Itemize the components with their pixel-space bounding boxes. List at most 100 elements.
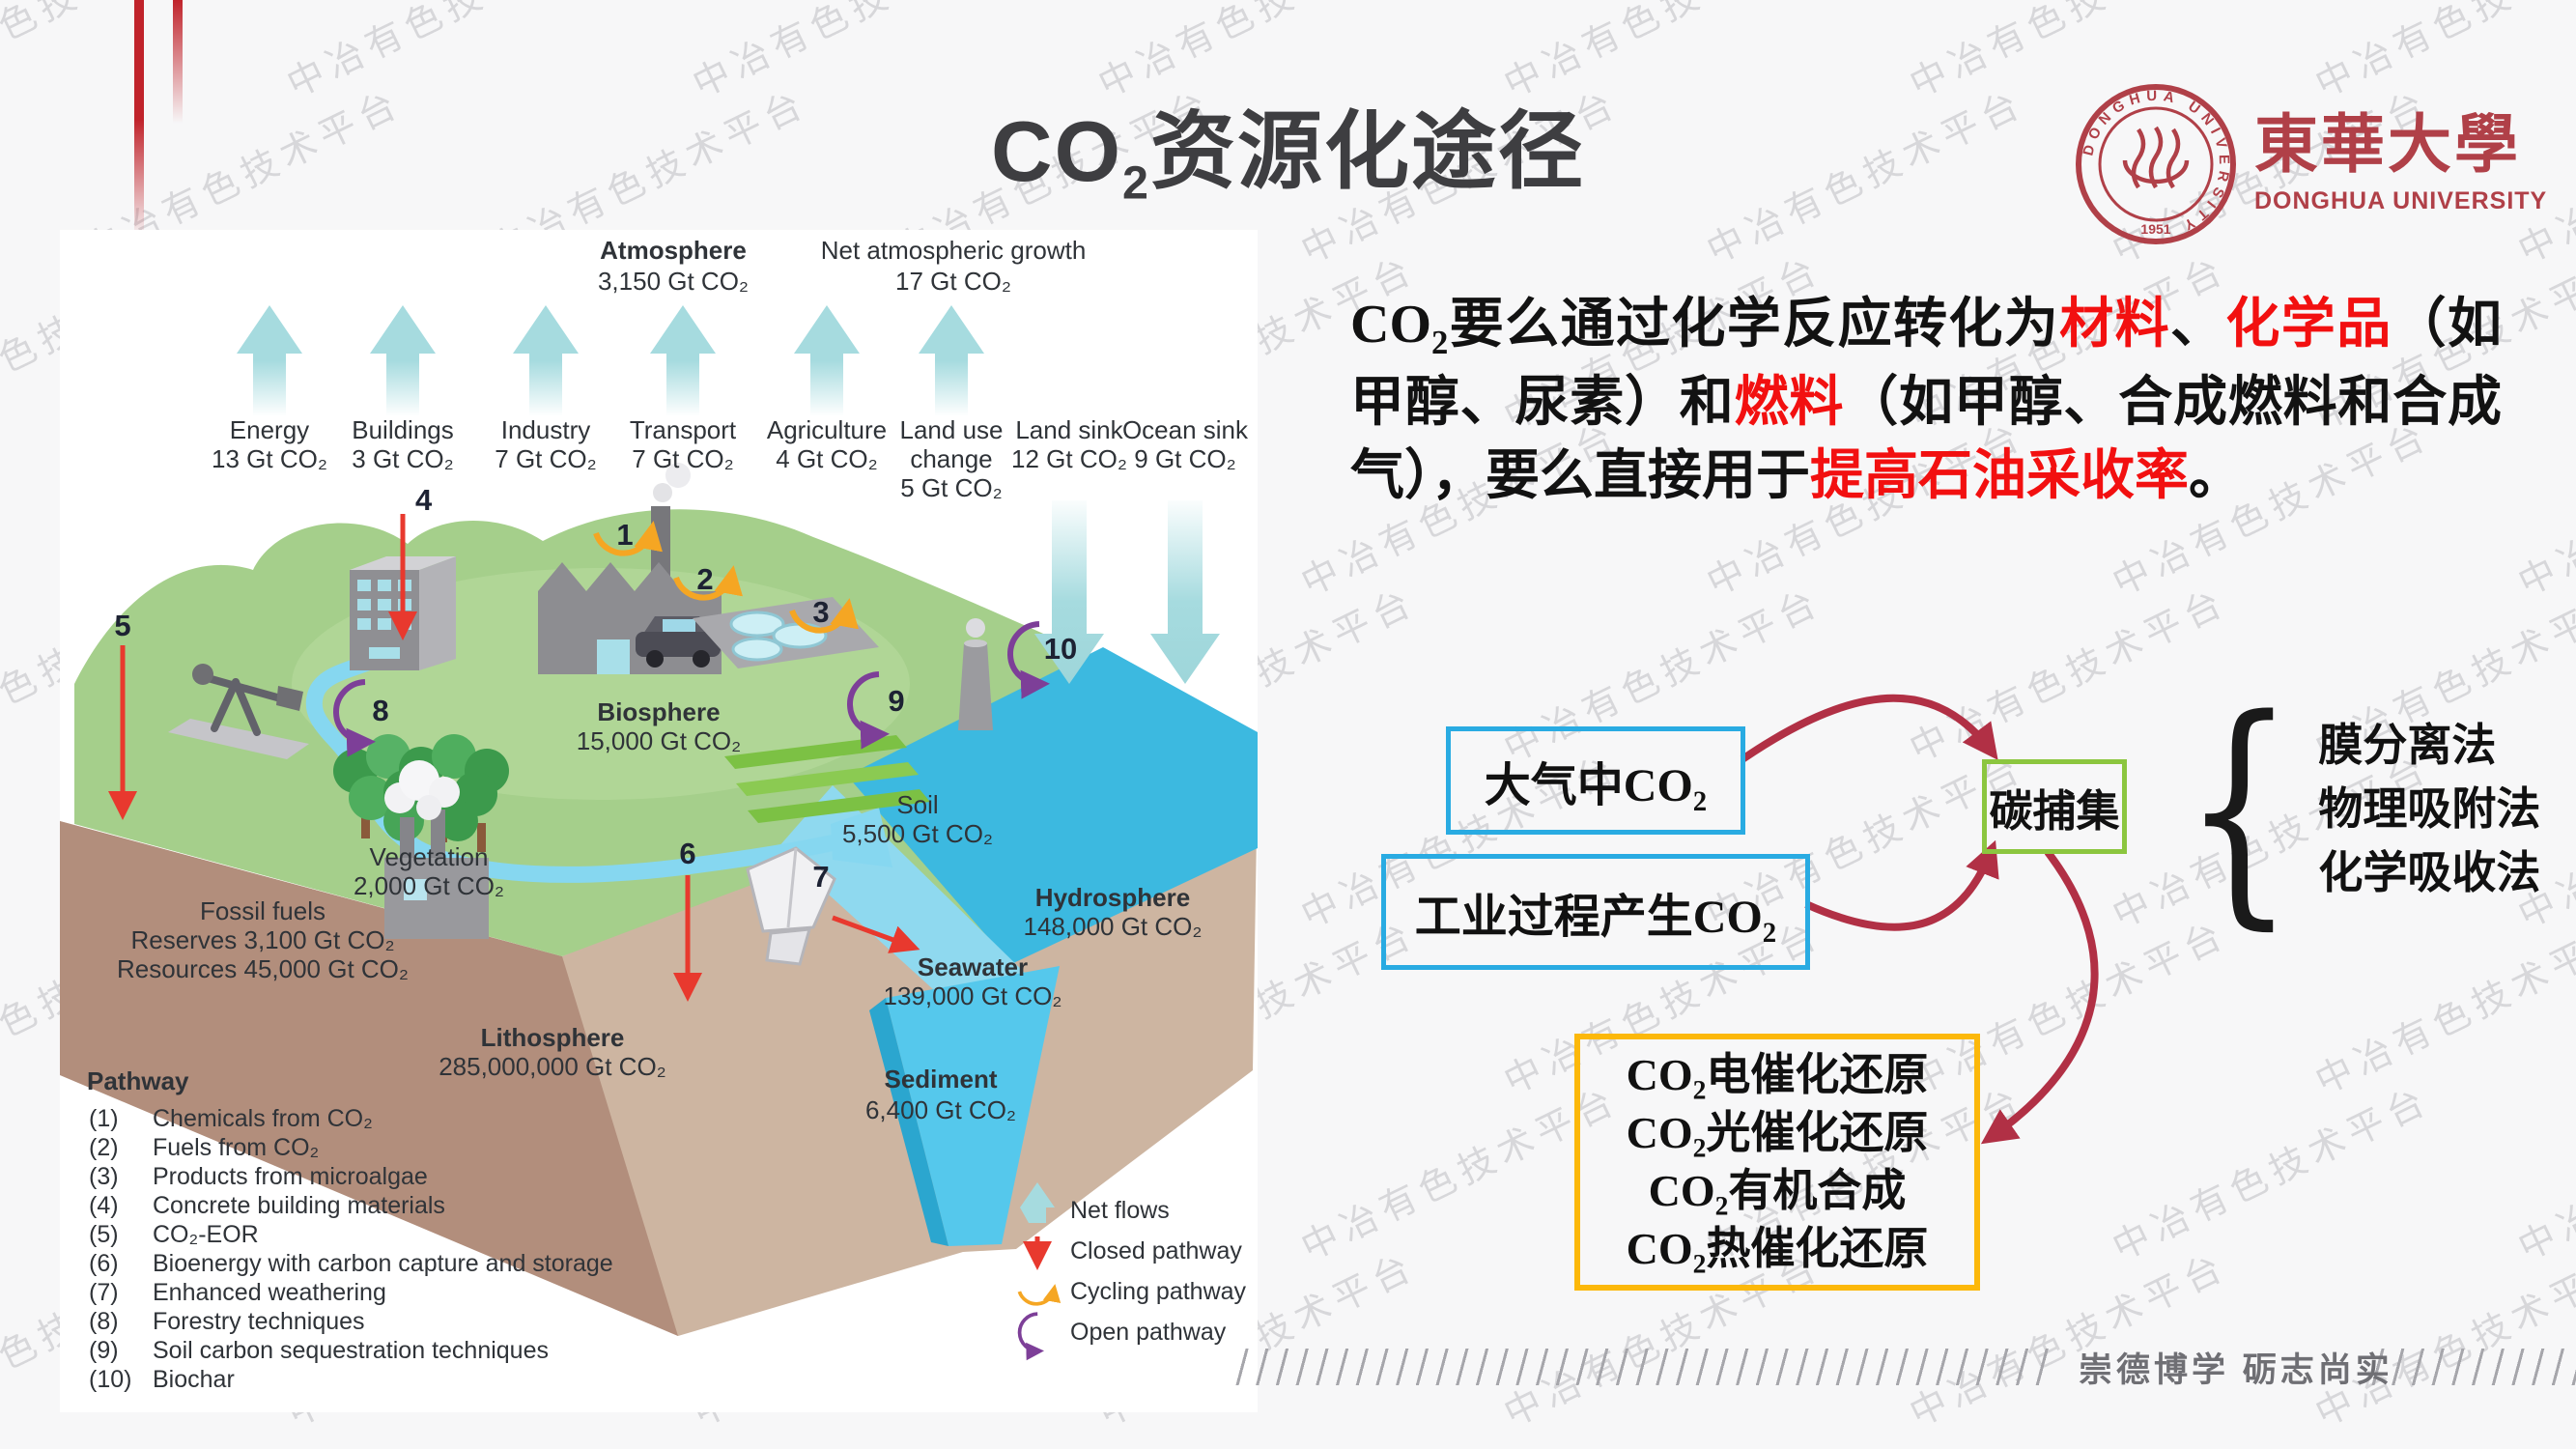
- pathway-item-num: (8): [89, 1308, 119, 1335]
- net-growth-value: 17 Gt CO₂: [895, 267, 1011, 296]
- marker-9-open: 9: [850, 674, 905, 734]
- watermark-text: 中冶有色技术平台: [2308, 1245, 2576, 1435]
- pathway-item-label: Forestry techniques: [153, 1308, 365, 1335]
- pathway-item-label: Concrete building materials: [153, 1192, 445, 1219]
- marker-4-number: 4: [415, 483, 433, 517]
- source-buildings-value: 3 Gt CO₂: [352, 444, 453, 473]
- pathway-item-num: (1): [89, 1105, 119, 1132]
- car-icon: [636, 616, 721, 668]
- soil-label: Soil: [896, 790, 938, 819]
- arrow-industry-to-capture: [1804, 839, 1999, 931]
- carbon-cycle-svg: Atmosphere 3,150 Gt CO₂ Net atmospheric …: [60, 236, 1258, 1393]
- landscape-art: [60, 509, 1258, 1336]
- up-arrow-landuse: [919, 305, 984, 416]
- decor-red-bar: [134, 0, 144, 240]
- paragraph-segment: 提高石油采收率: [1810, 446, 2189, 507]
- pathway-markers: 1 2 3 4 5 6 7 8 9 10: [108, 483, 1077, 1002]
- source-landuse-2: change: [910, 444, 992, 473]
- marker-7-arrow: [832, 915, 920, 953]
- marker-5-number: 5: [114, 609, 130, 642]
- pathway-item-label: Chemicals from CO₂: [153, 1105, 373, 1132]
- pathway-item-label: Bioenergy with carbon capture and storag…: [153, 1250, 613, 1277]
- vegetation-label: Vegetation: [370, 842, 489, 871]
- title-suffix: 资源化途径: [1149, 103, 1585, 199]
- paragraph-segment: 。: [2189, 446, 2243, 507]
- marker-2-number: 2: [696, 562, 713, 596]
- capture-method-membrane: 膜分离法: [2318, 721, 2497, 770]
- source-energy: Energy: [230, 415, 309, 444]
- biosphere-label: Biosphere: [597, 697, 720, 726]
- pathway-item-num: (2): [89, 1134, 119, 1161]
- flow-box-carbon-capture: 碳捕集: [1982, 759, 2127, 854]
- flow-legend-net-flows: Net flows: [1070, 1197, 1170, 1224]
- university-name-en: DONGHUA UNIVERSITY: [2254, 186, 2548, 214]
- pathway-item-num: (10): [89, 1366, 131, 1393]
- fossil-resources: Resources 45,000 Gt CO₂: [117, 954, 409, 983]
- decor-hatch-right: [2364, 1349, 2576, 1385]
- decor-red-bar-short: [173, 0, 183, 124]
- open-pathway-arrow: [1020, 1314, 1039, 1350]
- pathway-legend-title: Pathway: [87, 1066, 189, 1095]
- sink-land: Land sink: [1015, 415, 1123, 444]
- pathway-item-num: (5): [89, 1221, 119, 1248]
- sink-ocean: Ocean sink: [1122, 415, 1249, 444]
- down-arrow-ocean-sink: [1150, 500, 1220, 684]
- marker-10-open: 10: [1010, 624, 1077, 684]
- up-arrow-transport: [650, 305, 716, 416]
- marker-3-cycling: 3: [792, 595, 848, 631]
- marker-3-number: 3: [812, 595, 829, 629]
- flow-box-conversion-routes: CO₂电催化还原 CO₂光催化还原 CO₂有机合成 CO₂热催化还原: [1574, 1034, 1980, 1291]
- pathway-item-label: Soil carbon sequestration techniques: [153, 1337, 549, 1364]
- source-transport: Transport: [630, 415, 737, 444]
- decor-hatch-left: [1229, 1349, 2055, 1385]
- sea-dark: [847, 647, 1258, 964]
- marker-2-cycling: 2: [676, 562, 732, 598]
- source-landuse-value: 5 Gt CO₂: [900, 473, 1002, 502]
- route-electrocatalytic: CO₂电催化还原: [1626, 1050, 1929, 1099]
- title-prefix: CO: [991, 103, 1123, 199]
- pathway-item-num: (4): [89, 1192, 119, 1219]
- carbon-cycle-figure: Atmosphere 3,150 Gt CO₂ Net atmospheric …: [60, 230, 1258, 1412]
- pathway-item-num: (6): [89, 1250, 119, 1277]
- capture-method-physical: 物理吸附法: [2318, 784, 2541, 834]
- flow-box-atmospheric-co2-label: 大气中CO₂: [1484, 760, 1708, 811]
- marker-10-number: 10: [1044, 632, 1077, 666]
- reservoir-labels: Biosphere 15,000 Gt CO₂ Soil 5,500 Gt CO…: [117, 697, 1203, 1124]
- fossil-brown-face: [60, 821, 678, 1336]
- oil-pumpjack-icon: [168, 664, 309, 759]
- route-thermocatalytic: CO₂热催化还原: [1626, 1224, 1929, 1273]
- arrow-atmo-to-capture: [1740, 694, 1998, 763]
- hydrosphere-value: 148,000 Gt CO₂: [1024, 912, 1203, 941]
- net-growth-label: Net atmospheric growth: [821, 236, 1087, 265]
- flow-legend-open: Open pathway: [1070, 1319, 1227, 1346]
- cycling-pathway-arrow: [1019, 1290, 1054, 1304]
- seawater-value: 139,000 Gt CO₂: [884, 981, 1062, 1010]
- watermark-text: 中冶有色技术平台: [2106, 1079, 2437, 1269]
- scene-items: [168, 463, 993, 966]
- seawater-label: Seawater: [918, 952, 1028, 981]
- university-logo: DONGHUA UNIVERSITY 1951 東華大學 DONGHUA UNI…: [2073, 81, 2547, 247]
- arrow-capture-to-routes: [1980, 849, 2099, 1145]
- pathway-item-label: CO₂-EOR: [153, 1221, 259, 1248]
- marker-9-number: 9: [888, 684, 904, 718]
- pathway-item-label: Fuels from CO₂: [153, 1134, 319, 1161]
- algae-ponds-icon: [693, 597, 879, 668]
- source-labels: Energy 13 Gt CO₂ Buildings 3 Gt CO₂ Indu…: [212, 415, 1249, 502]
- pathway-legend: Pathway (1) Chemicals from CO₂ (2) Fuels f…: [87, 1066, 613, 1393]
- office-building-icon: [350, 556, 456, 670]
- hydrosphere-label: Hydrosphere: [1035, 883, 1190, 912]
- paragraph-segment: 要么通过化学反应转化为: [1448, 295, 2060, 355]
- crushed-rocks-icon: [746, 846, 836, 966]
- flow-box-industrial-co2-label: 工业过程产生CO₂: [1414, 892, 1777, 943]
- up-arrow-energy: [237, 305, 302, 416]
- brace-glyph: {: [2183, 668, 2295, 951]
- pathway-item-num: (9): [89, 1337, 119, 1364]
- sediment-value: 6,400 Gt CO₂: [865, 1095, 1016, 1124]
- lithosphere-label: Lithosphere: [481, 1023, 625, 1052]
- biosphere-value: 15,000 Gt CO₂: [577, 726, 742, 755]
- paragraph-segment: 2: [1431, 324, 1449, 362]
- school-motto: 崇德博学 砺志尚实: [2079, 1351, 2393, 1389]
- lithosphere-value: 285,000,000 Gt CO₂: [439, 1052, 666, 1081]
- sediment-wedge: [886, 966, 1060, 1246]
- paragraph-segment: 化学品: [2225, 295, 2392, 355]
